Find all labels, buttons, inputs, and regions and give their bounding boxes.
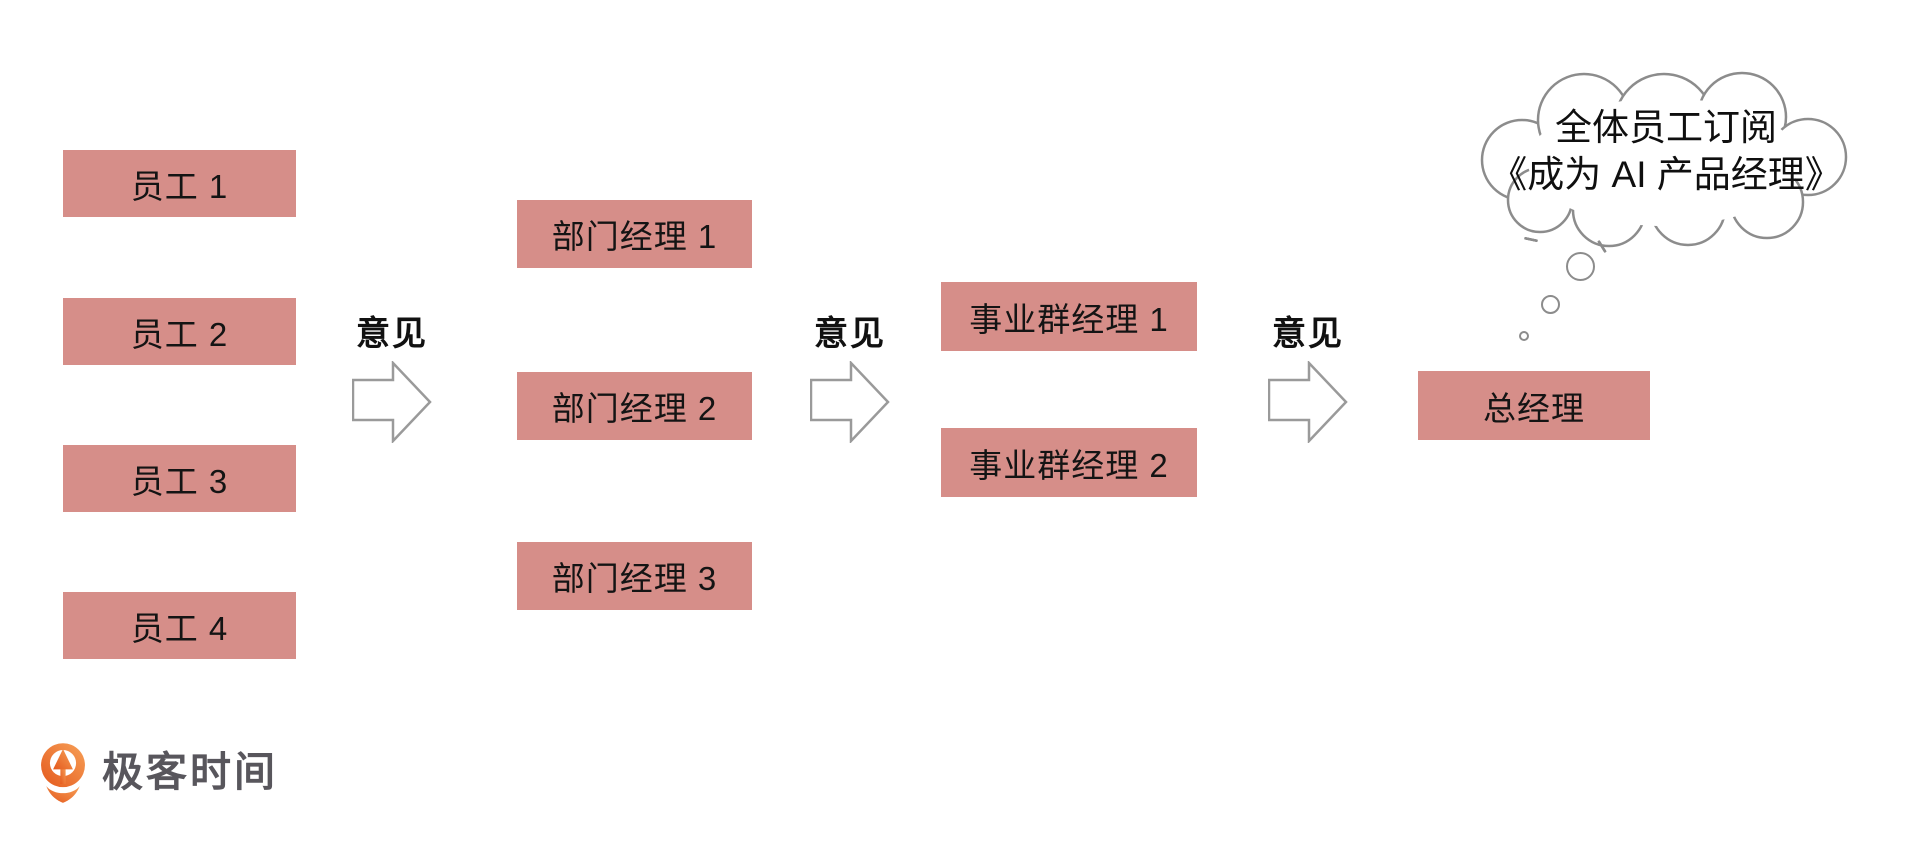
- block-arrow-right-icon: [1267, 359, 1348, 445]
- node-business-group-manager-2: 事业群经理 2: [941, 428, 1197, 497]
- flow-label-opinion-3: 意见: [1272, 315, 1344, 353]
- block-arrow-right-icon: [351, 359, 432, 445]
- flow-label-opinion-2: 意见: [814, 315, 886, 353]
- thought-bubble-line-2: 《成为 AI 产品经理》: [1490, 154, 1842, 195]
- node-employee-3: 员工 3: [63, 445, 296, 512]
- thought-bubble-circle-medium: [1541, 295, 1560, 314]
- node-department-manager-1: 部门经理 1: [517, 200, 752, 268]
- thought-bubble-circle-large: [1566, 252, 1595, 281]
- node-business-group-manager-1: 事业群经理 1: [941, 282, 1197, 351]
- node-employee-4: 员工 4: [63, 592, 296, 659]
- thought-bubble-circle-small: [1519, 331, 1529, 341]
- node-department-manager-3: 部门经理 3: [517, 542, 752, 610]
- node-general-manager: 总经理: [1418, 371, 1650, 440]
- block-arrow-right-icon: [809, 359, 890, 445]
- geektime-logo: 极客时间: [40, 740, 278, 804]
- geektime-logo-text: 极客时间: [102, 749, 278, 795]
- node-employee-1: 员工 1: [63, 150, 296, 217]
- node-department-manager-2: 部门经理 2: [517, 372, 752, 440]
- thought-bubble-line-1: 全体员工订阅: [1555, 107, 1777, 148]
- node-employee-2: 员工 2: [63, 298, 296, 365]
- geektime-pin-icon: [40, 741, 86, 804]
- thought-cloud: [1464, 60, 1862, 252]
- flow-label-opinion-1: 意见: [356, 315, 428, 353]
